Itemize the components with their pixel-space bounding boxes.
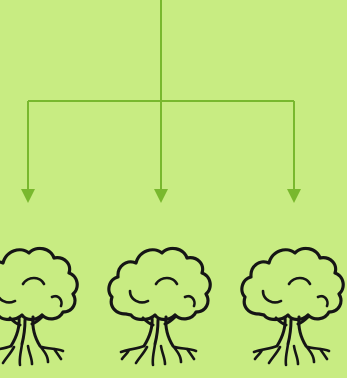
arrow-head-icon (154, 189, 168, 203)
arrow-head-icon (21, 189, 35, 203)
arrow-head-icon (287, 189, 301, 203)
connector-lines (21, 0, 301, 203)
tree-icon (0, 246, 79, 367)
tree-row (0, 246, 345, 367)
tree-icon (107, 246, 212, 367)
tree-icon (240, 246, 345, 367)
